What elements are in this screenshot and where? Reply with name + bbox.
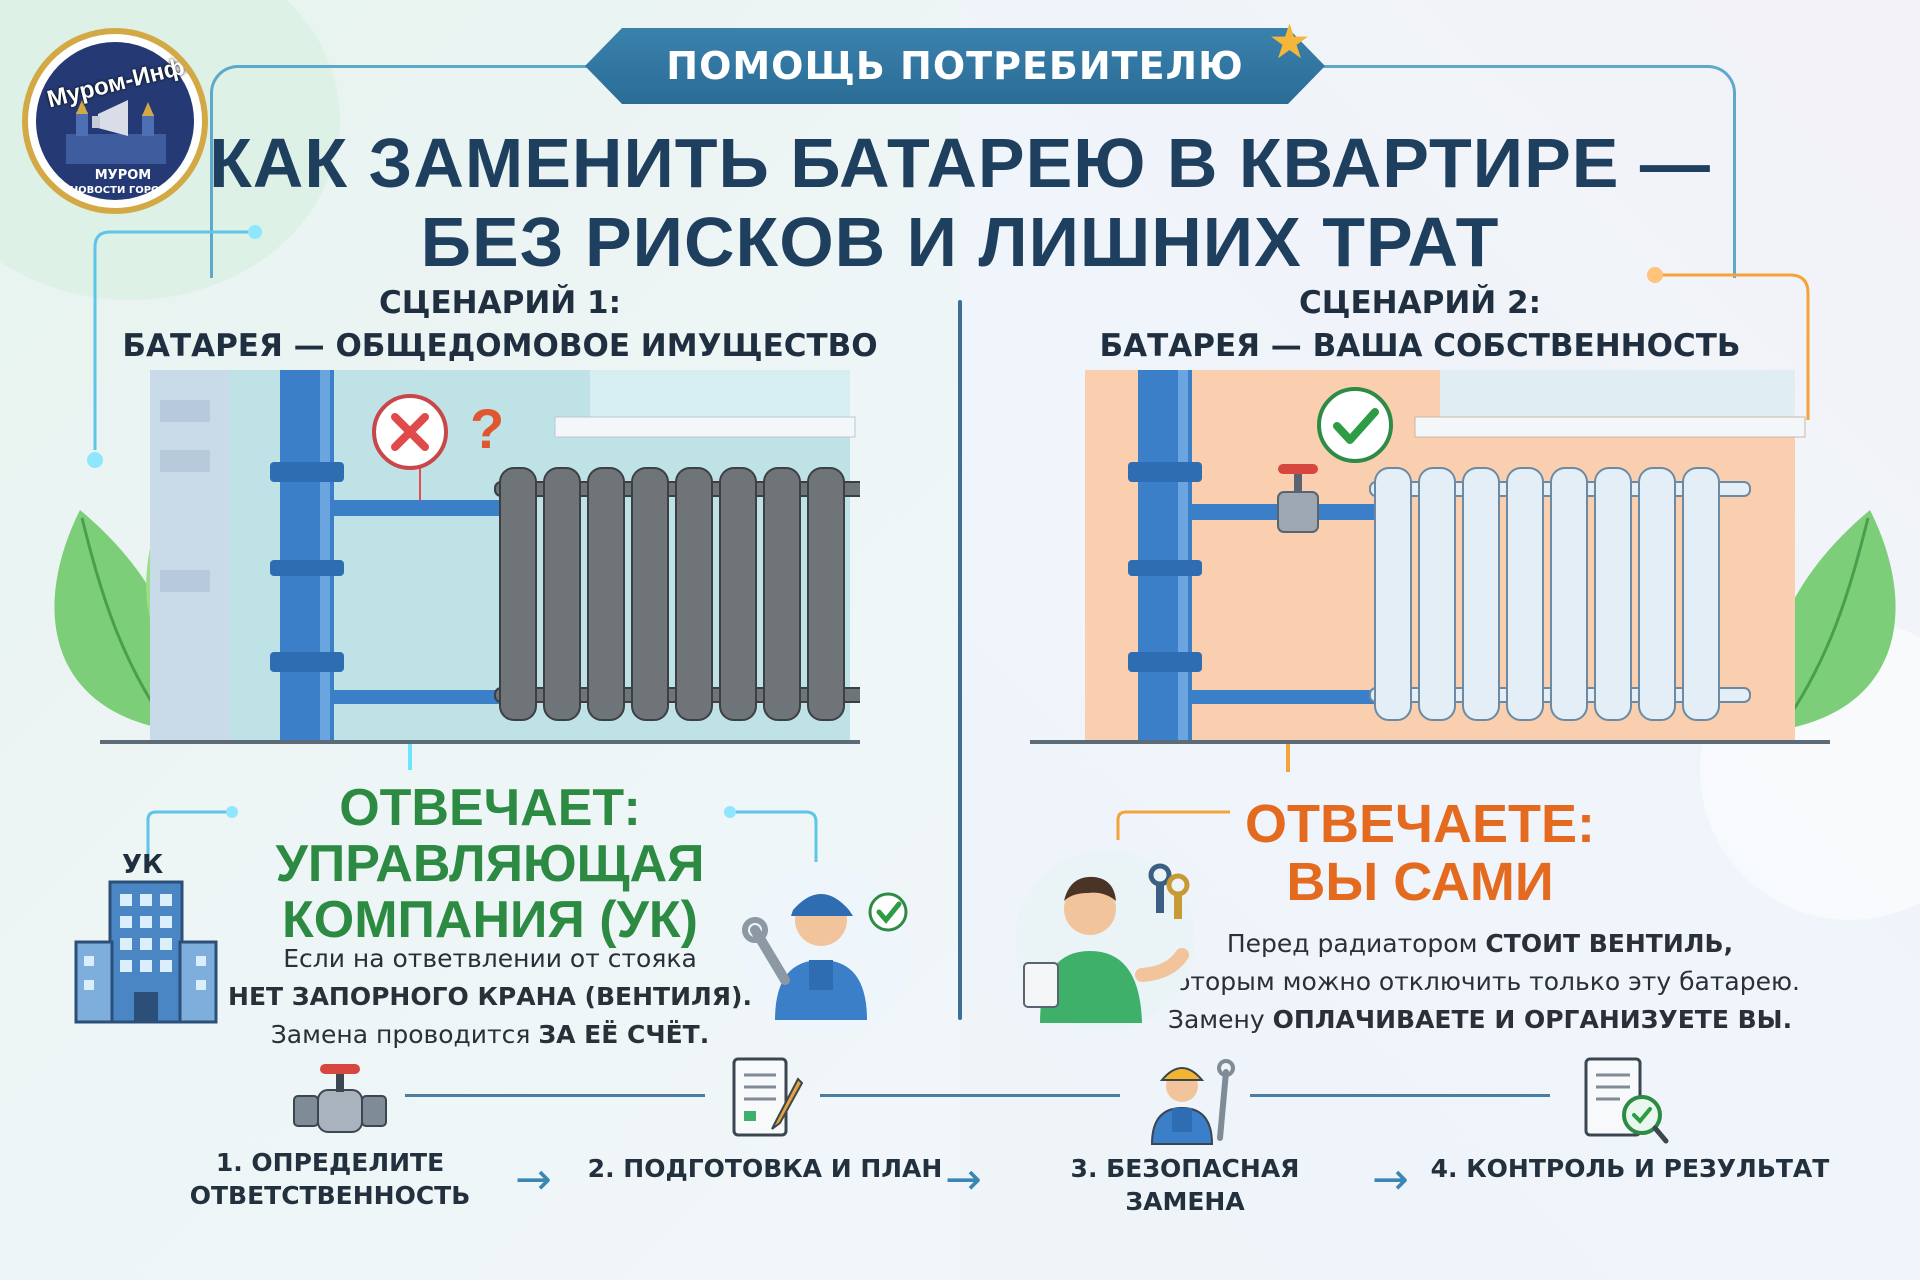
desc2-line3: Замену — [1167, 1005, 1273, 1034]
scenario1-heading: СЦЕНАРИЙ 1: БАТАРЕЯ — ОБЩЕДОМОВОЕ ИМУЩЕС… — [110, 282, 890, 368]
steps-timeline — [1250, 1094, 1550, 1097]
banner-text: ПОМОЩЬ ПОТРЕБИТЕЛЮ — [666, 44, 1244, 88]
scenario1-illustration: ? — [100, 370, 860, 744]
arrow-right-icon: → — [945, 1154, 982, 1205]
scenario2-subtitle: БАТАРЕЯ — ВАША СОБСТВЕННОСТЬ — [1099, 328, 1741, 364]
leaf-decoration-right — [1772, 510, 1896, 731]
arrow-right-icon: → — [1372, 1154, 1409, 1205]
scenario2-heading: СЦЕНАРИЙ 2: БАТАРЕЯ — ВАША СОБСТВЕННОСТЬ — [1060, 282, 1780, 368]
scenario1-description: Если на ответвлении от стояка НЕТ ЗАПОРН… — [210, 940, 770, 1054]
valve-icon — [1277, 464, 1319, 533]
desc2-line2: которым можно отключить только эту батар… — [1160, 967, 1800, 996]
logo-badge: Муром-Инфо МУРОМ НОВОСТИ ГОРОДА — [36, 42, 201, 200]
logo[interactable]: Муром-Инфо МУРОМ НОВОСТИ ГОРОДА — [22, 28, 208, 214]
desc1-line3: Замена проводится — [270, 1020, 539, 1049]
scenario1-subtitle: БАТАРЕЯ — ОБЩЕДОМОВОЕ ИМУЩЕСТВО — [122, 328, 878, 364]
step-1-line1: 1. ОПРЕДЕЛИТЕ — [215, 1148, 445, 1177]
radiator — [1369, 467, 1751, 721]
resp1-line2: УПРАВЛЯЮЩАЯ — [275, 835, 705, 894]
step-2-line1: 2. ПОДГОТОВКА И ПЛАН — [587, 1154, 943, 1183]
resp2-line2: ВЫ САМИ — [1286, 852, 1554, 913]
document-icon — [732, 1057, 804, 1137]
logo-subtitle: НОВОСТИ ГОРОДА — [69, 185, 177, 196]
worker-icon — [1150, 1059, 1235, 1145]
desc2-line1: Перед радиатором — [1226, 929, 1486, 958]
desc1-line1: Если на ответвлении от стояка — [283, 944, 697, 973]
steps-timeline — [820, 1094, 1120, 1097]
header-banner: ПОМОЩЬ ПОТРЕБИТЕЛЮ — [585, 28, 1325, 104]
resp1-line3: КОМПАНИЯ (УК) — [282, 891, 698, 950]
step-1: 1. ОПРЕДЕЛИТЕ ОТВЕТСТВЕННОСТЬ — [180, 1146, 480, 1212]
scenario1-responsibility: ОТВЕЧАЕТ: УПРАВЛЯЮЩАЯ КОМПАНИЯ (УК) — [230, 779, 750, 950]
step-4-line1: 4. КОНТРОЛЬ И РЕЗУЛЬТАТ — [1430, 1154, 1830, 1183]
page-title-line1: КАК ЗАМЕНИТЬ БАТАРЕЮ В КВАРТИРЕ — — [209, 124, 1711, 202]
arrow-right-icon: → — [515, 1154, 552, 1205]
steps-timeline — [405, 1094, 705, 1097]
scenario1-title: СЦЕНАРИЙ 1: — [379, 285, 621, 321]
center-divider — [958, 300, 962, 1020]
step-4: 4. КОНТРОЛЬ И РЕЗУЛЬТАТ — [1430, 1152, 1830, 1185]
desc1-line3-bold: ЗА ЕЁ СЧЁТ. — [538, 1020, 710, 1049]
step-1-line2: ОТВЕТСТВЕННОСТЬ — [189, 1181, 471, 1210]
kremlin-icon — [66, 100, 166, 164]
owner-with-keys-icon — [1015, 850, 1195, 1030]
desc2-line1-bold: СТОИТ ВЕНТИЛЬ, — [1485, 929, 1734, 958]
plumber-icon — [739, 864, 911, 1036]
checklist-icon — [1584, 1057, 1669, 1144]
page-title-line2: БЕЗ РИСКОВ И ЛИШНИХ ТРАТ — [420, 203, 1500, 281]
radiator — [494, 467, 860, 721]
svg-text:?: ? — [470, 397, 504, 460]
scenario2-title: СЦЕНАРИЙ 2: — [1299, 285, 1541, 321]
resp2-line1: ОТВЕЧАЕТЕ: — [1245, 794, 1595, 854]
step-2: 2. ПОДГОТОВКА И ПЛАН — [585, 1152, 945, 1185]
desc1-line2: НЕТ ЗАПОРНОГО КРАНА (ВЕНТИЛЯ). — [228, 982, 752, 1011]
building-icon: УК — [70, 850, 220, 1025]
desc2-line3-bold: ОПЛАЧИВАЕТЕ И ОРГАНИЗУЕТЕ ВЫ. — [1272, 1005, 1793, 1034]
scenario2-description: Перед радиатором СТОИТ ВЕНТИЛЬ, которым … — [1150, 925, 1810, 1039]
step-3: 3. БЕЗОПАСНАЯ ЗАМЕНА — [1010, 1152, 1360, 1218]
star-icon: ★ — [1268, 14, 1312, 70]
step-3-line1: 3. БЕЗОПАСНАЯ ЗАМЕНА — [1070, 1154, 1300, 1216]
building-label: УК — [122, 850, 164, 880]
valve-icon — [293, 1064, 387, 1133]
resp1-line1: ОТВЕЧАЕТ: — [339, 779, 641, 837]
logo-city: МУРОМ — [94, 168, 152, 183]
scenario2-illustration — [1030, 370, 1830, 744]
scenario2-responsibility: ОТВЕЧАЕТЕ: ВЫ САМИ — [1170, 795, 1670, 912]
